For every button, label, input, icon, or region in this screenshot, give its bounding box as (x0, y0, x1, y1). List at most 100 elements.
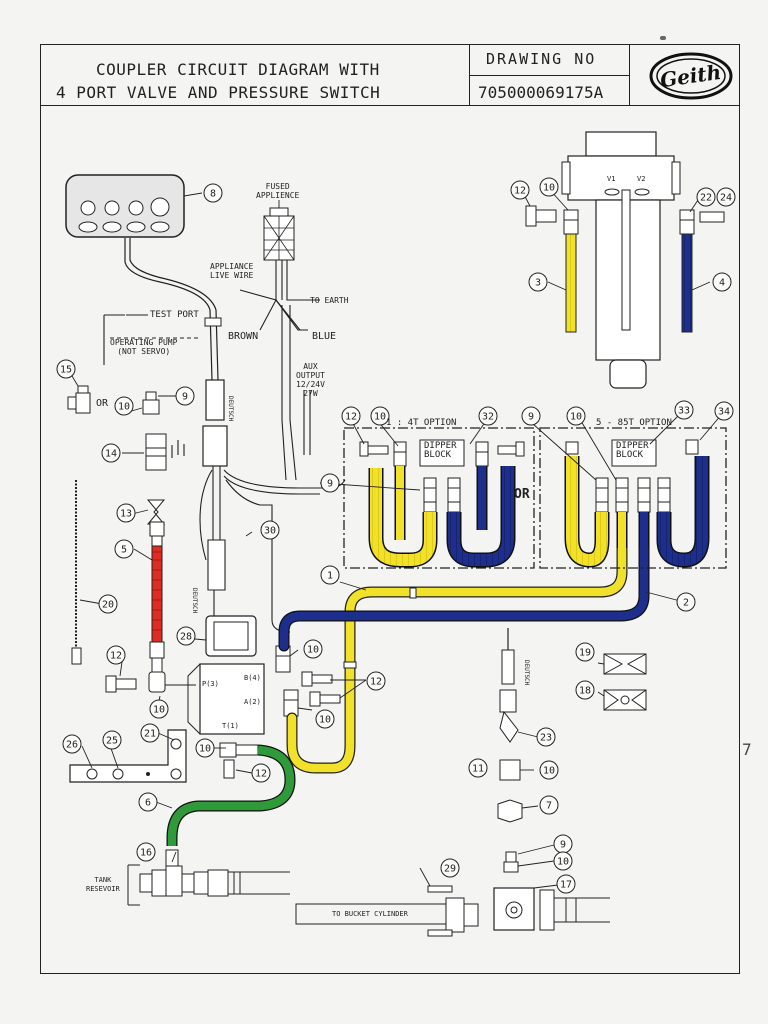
label-appliance-live-2: LIVE WIRE (210, 271, 254, 280)
label-blue: BLUE (312, 331, 337, 342)
callout-number: 25 (106, 736, 118, 747)
logo-oval (649, 52, 733, 100)
callout-number: 2 (683, 598, 689, 609)
callout-12-4: 12 (341, 406, 361, 426)
callout-10-2: 10 (370, 406, 390, 426)
callout-number: 7 (546, 801, 552, 812)
hose-green-6 (219, 742, 259, 779)
valve-body-28 (165, 615, 265, 735)
bolts-12-valve (301, 671, 341, 707)
callout-9: 9 (175, 386, 195, 406)
scan-speck (660, 36, 666, 40)
callout-number: 12 (514, 186, 526, 197)
fused-appliance-plug (263, 207, 295, 261)
callout-number: 15 (60, 365, 72, 376)
dipper-block-left (419, 439, 465, 467)
label-dipper-block-left: DIPPER BLOCK (424, 442, 457, 460)
label-test-port: TEST PORT (150, 310, 199, 320)
label-operating-pump-1: OPERATING PUMP (110, 338, 178, 347)
callout-number: 12 (370, 677, 382, 688)
callout-10-4: 10 (149, 699, 169, 719)
callout-number: 3 (535, 278, 541, 289)
callout-10-3: 10 (566, 406, 586, 426)
label-tank-resevoir: TANK RESEVOIR (86, 876, 120, 894)
callout-number: 13 (120, 509, 132, 520)
hose-blue-2 (279, 543, 649, 651)
label-port-a: A(2) (244, 698, 261, 706)
callout-number: 10 (199, 744, 211, 755)
callout-3: 3 (528, 272, 548, 292)
callout-number: 10 (153, 705, 165, 716)
bolt-12-left (105, 675, 137, 693)
callout-2: 2 (676, 592, 696, 612)
fitting-7 (497, 799, 523, 823)
label-voltage: 12/24V (296, 380, 325, 389)
label-fused-appliance: FUSED APPLIENCE (256, 182, 299, 200)
callout-26: 26 (62, 734, 82, 754)
callout-10-9: 10 (553, 851, 573, 871)
fitting-9-lower (505, 851, 517, 863)
fitting-11 (499, 759, 521, 781)
callout-number: 10 (557, 857, 569, 868)
label-to-bucket-cylinder: TO BUCKET CYLINDER (332, 910, 408, 918)
callout-number: 12 (345, 412, 357, 423)
callout-11: 11 (468, 758, 488, 778)
callout-number: 28 (180, 632, 192, 643)
callout-29: 29 (440, 858, 460, 878)
callout-number: 9 (327, 479, 333, 490)
callout-5: 5 (114, 539, 134, 559)
callout-30: 30 (260, 520, 280, 540)
callout-number: 5 (121, 545, 127, 556)
label-or-left: OR (96, 398, 109, 409)
callout-number: 10 (319, 715, 331, 726)
label-v2: V2 (637, 175, 646, 183)
label-appliance-live-wire: APPLIANCE LIVE WIRE (210, 262, 253, 280)
callout-number: 11 (472, 764, 484, 775)
option-85t-box (539, 427, 727, 569)
tank-fittings (139, 849, 290, 897)
callout-25: 25 (102, 730, 122, 750)
fitting-15 (67, 385, 91, 414)
callout-8: 8 (203, 183, 223, 203)
callout-number: 10 (543, 183, 555, 194)
label-deutsch-switch: DEUTSCH (523, 660, 530, 686)
label-appliance-live-1: APPLIANCE (210, 262, 254, 271)
callout-number: 26 (66, 740, 78, 751)
stray-mark: 7 (742, 740, 752, 759)
callout-14: 14 (101, 443, 121, 463)
callout-number: 17 (560, 880, 572, 891)
valve-fittings (525, 205, 725, 235)
callout-12: 12 (106, 645, 126, 665)
option-4t-hoses (359, 441, 525, 513)
option-4t-box (343, 427, 535, 569)
label-option-85t: 5 - 85T OPTION (596, 418, 672, 428)
callout-number: 18 (579, 686, 591, 697)
logo-block (630, 44, 740, 106)
label-option-4t: 1 : 4T OPTION (386, 418, 457, 428)
callout-number: 10 (118, 402, 130, 413)
drawing-frame (40, 44, 740, 974)
label-block-left: BLOCK (424, 450, 452, 460)
callout-number: 23 (540, 733, 552, 744)
deutsch-connector-upper (205, 379, 225, 421)
callout-number: 10 (570, 412, 582, 423)
fitting-13 (146, 499, 166, 525)
drawing-number-label: DRAWING NO (486, 50, 597, 68)
callout-number: 10 (543, 766, 555, 777)
callout-24: 24 (716, 187, 736, 207)
callout-number: 19 (579, 648, 591, 659)
label-wattage: 27W (303, 389, 318, 398)
part-18 (603, 689, 647, 711)
callout-16: 16 (136, 842, 156, 862)
callout-13: 13 (116, 503, 136, 523)
callout-9-3: 9 (521, 406, 541, 426)
callout-23: 23 (536, 727, 556, 747)
callout-17: 17 (556, 874, 576, 894)
callout-number: 9 (560, 840, 566, 851)
mounting-plate (69, 729, 187, 783)
fitting-14 (145, 433, 167, 471)
title-line-2: 4 PORT VALVE AND PRESSURE SWITCH (56, 83, 381, 102)
callout-10: 10 (114, 396, 134, 416)
